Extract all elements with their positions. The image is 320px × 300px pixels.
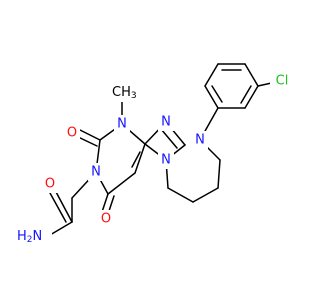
molecule-structure: N N CH3 N N N O O O H2N Cl (14, 63, 294, 246)
label-mask (98, 210, 114, 228)
bond (77, 128, 101, 141)
atom-layer: N N CH3 N N N O O O H2N Cl (14, 72, 294, 246)
label-mask (158, 113, 174, 131)
bond (204, 85, 219, 109)
label-mask (64, 124, 80, 142)
bond-double-inner (160, 128, 178, 149)
atom-o-amide: O (45, 177, 55, 192)
atom-o-carbonyl-2: O (67, 126, 77, 141)
bond (134, 143, 146, 174)
nh2-sub: 2 (27, 235, 33, 245)
label-mask (270, 72, 294, 90)
label-mask (88, 163, 104, 181)
nh2-n: N (33, 229, 43, 244)
atom-n-methyl: N (117, 117, 127, 132)
atom-o-carbonyl-4: O (101, 212, 111, 227)
bond (49, 221, 73, 236)
label-mask (158, 151, 174, 169)
atom-n-imine: N (161, 115, 171, 130)
bond (204, 63, 219, 87)
label-mask (114, 115, 130, 133)
atom-cl: Cl (276, 74, 289, 89)
atom-methyl: CH3 (112, 85, 137, 102)
bond (101, 193, 109, 213)
bond (244, 63, 259, 87)
bond (54, 189, 73, 223)
atom-n-amide-ring: N (91, 165, 101, 180)
nh2-h: H (17, 229, 27, 244)
methyl-sub: 3 (131, 91, 137, 101)
bond-double (49, 192, 67, 223)
atom-n-fused: N (161, 153, 171, 168)
methyl-ch: CH (112, 85, 131, 100)
label-mask (14, 228, 52, 246)
label-mask (192, 131, 208, 149)
bond-layer (49, 63, 277, 236)
bond (192, 187, 219, 203)
atom-nh2: H2N (17, 229, 42, 246)
label-mask (42, 175, 58, 193)
bond-double-inner (131, 151, 141, 168)
bond (107, 172, 136, 195)
atom-n-aryl: N (195, 133, 205, 148)
bond-double-inner (211, 85, 223, 103)
bond (217, 159, 221, 189)
bond (244, 85, 259, 109)
bond-double-inner (240, 85, 252, 104)
bond (167, 187, 194, 203)
label-mask (109, 84, 141, 102)
